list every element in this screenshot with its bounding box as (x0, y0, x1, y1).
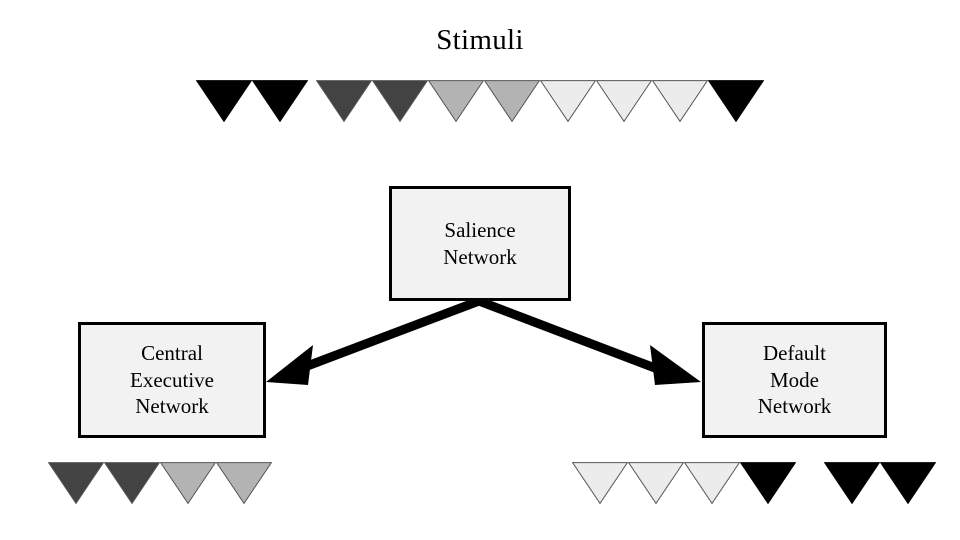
node-salience-network-label: Salience Network (443, 217, 517, 269)
node-default-mode-network[interactable]: Default Mode Network (702, 322, 887, 438)
stimulus-triangle-black (196, 80, 252, 122)
stimuli-triangle-row (196, 80, 764, 122)
dmn-output-group-2 (824, 462, 936, 504)
stimulus-triangle-black (252, 80, 308, 122)
node-central-executive-network[interactable]: Central Executive Network (78, 322, 266, 438)
stimulus-triangle-light_gray (684, 462, 740, 504)
stimulus-triangle-medium_gray (216, 462, 272, 504)
stimulus-triangle-dark_gray (316, 80, 372, 122)
node-salience-network[interactable]: Salience Network (389, 186, 571, 301)
arrow-salience-to-dmn (477, 296, 701, 385)
stimulus-triangle-black (880, 462, 936, 504)
page-title: Stimuli (436, 24, 524, 56)
stimulus-triangle-dark_gray (372, 80, 428, 122)
stimulus-triangle-dark_gray (104, 462, 160, 504)
stimulus-triangle-black (708, 80, 764, 122)
stimulus-triangle-light_gray (572, 462, 628, 504)
stimulus-triangle-medium_gray (484, 80, 540, 122)
stimulus-triangle-light_gray (596, 80, 652, 122)
stimuli-group-2 (316, 80, 764, 122)
stimulus-triangle-light_gray (540, 80, 596, 122)
arrow-salience-to-cen (266, 296, 481, 385)
stimulus-triangle-medium_gray (428, 80, 484, 122)
dmn-output-group-1 (572, 462, 796, 504)
stimulus-triangle-black (740, 462, 796, 504)
stimulus-triangle-light_gray (628, 462, 684, 504)
node-central-executive-network-label: Central Executive Network (130, 340, 214, 419)
stimulus-triangle-black (824, 462, 880, 504)
stimulus-triangle-light_gray (652, 80, 708, 122)
node-default-mode-network-label: Default Mode Network (757, 340, 832, 419)
stimulus-triangle-dark_gray (48, 462, 104, 504)
cen-output-triangle-row (48, 462, 272, 504)
stimuli-group-1 (196, 80, 308, 122)
dmn-output-triangle-row (572, 462, 936, 504)
stimulus-triangle-medium_gray (160, 462, 216, 504)
cen-output-group (48, 462, 272, 504)
